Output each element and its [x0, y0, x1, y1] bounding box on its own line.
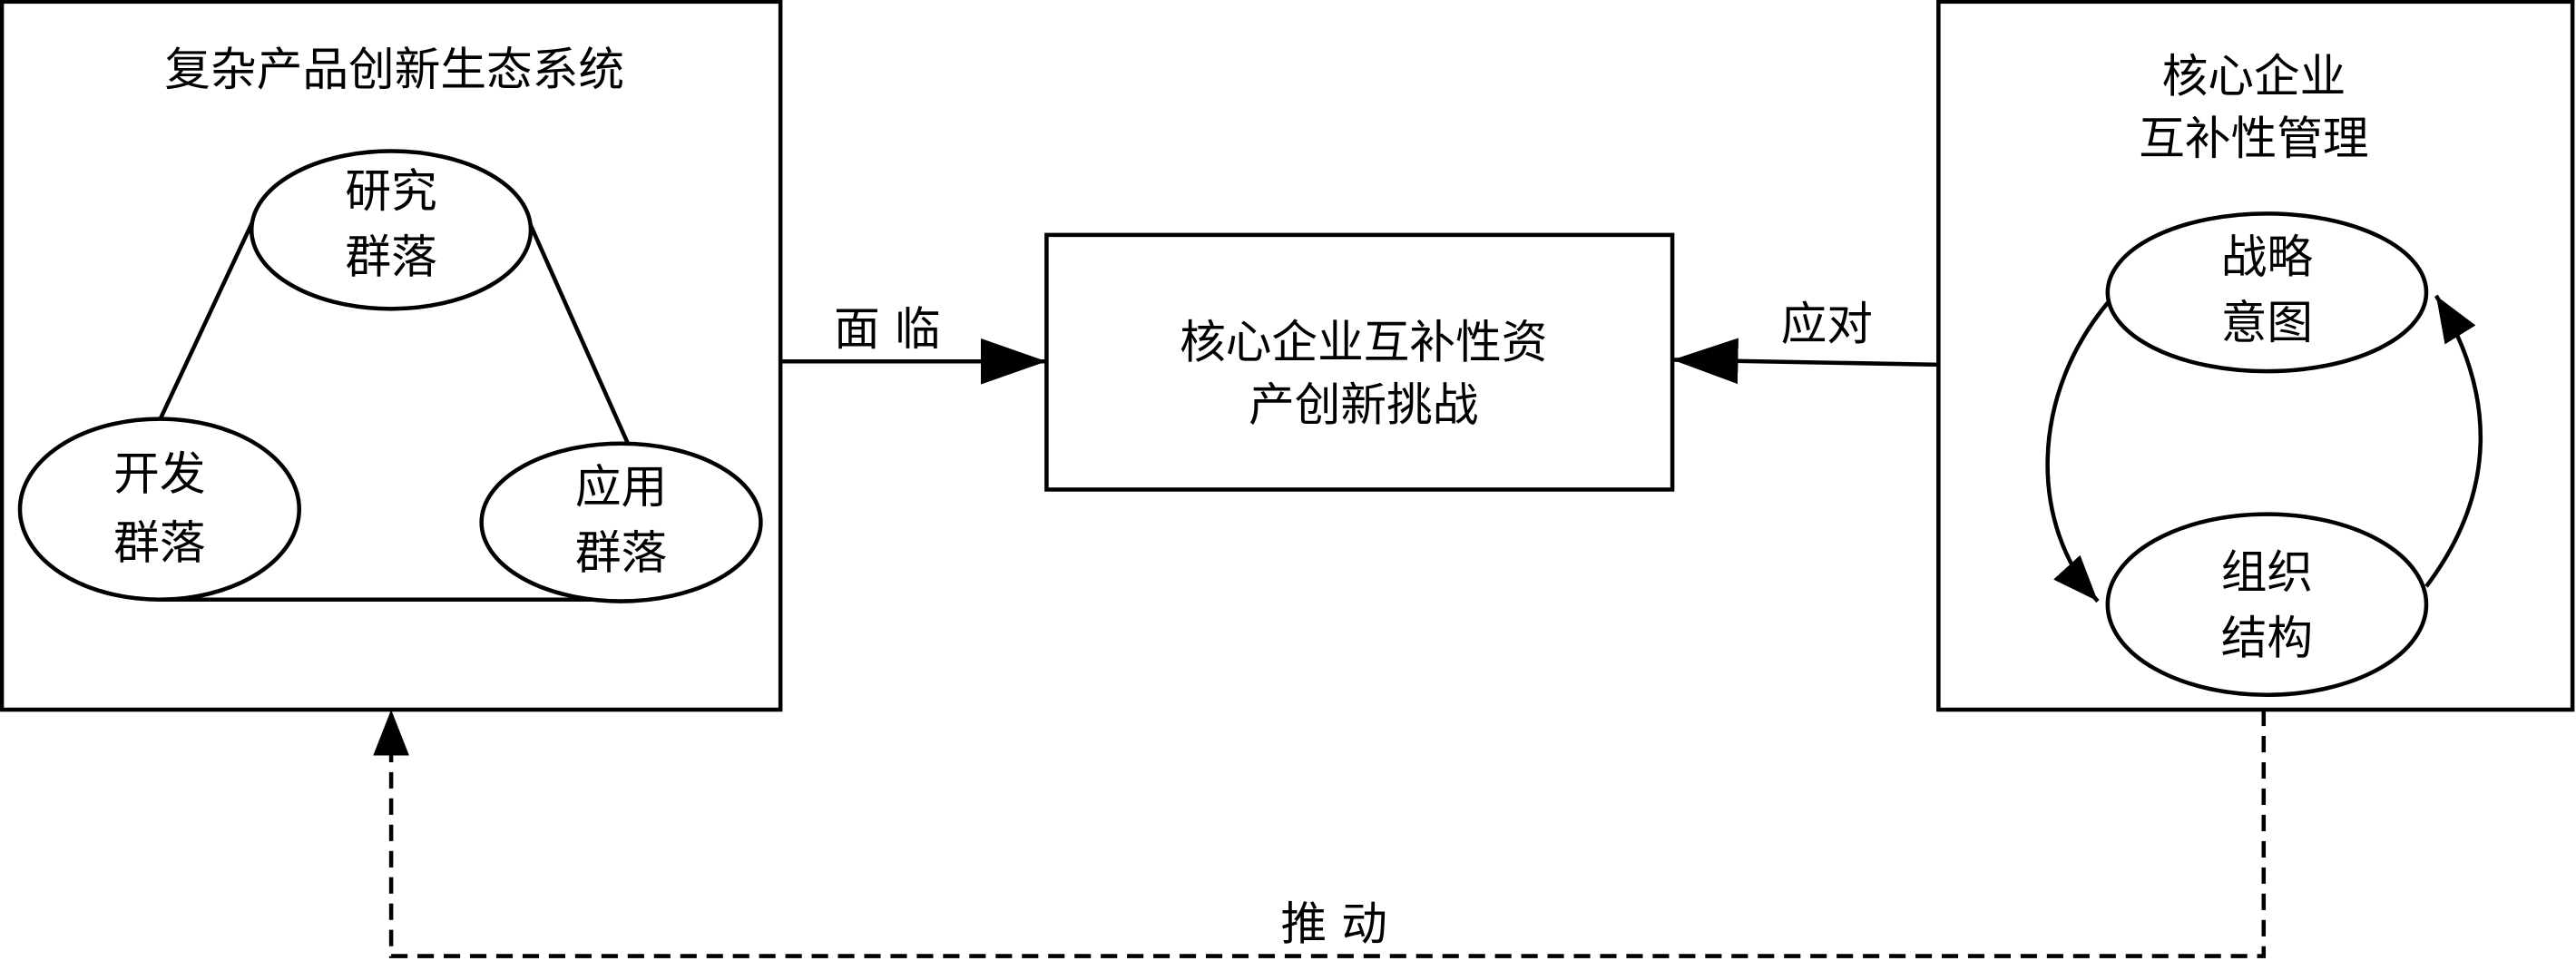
challenge-label: 核心企业互补性资 — [1180, 316, 1547, 369]
node-label: 群落 — [113, 515, 205, 569]
node-organization-structure: 组织 结构 — [2105, 512, 2429, 698]
node-label: 组织 — [2221, 545, 2313, 599]
ecosystem-panel: 复杂产品创新生态系统 研究 群落 开发 群落 应用 群落 — [0, 0, 783, 712]
node-label: 意图 — [2221, 296, 2313, 349]
node-application: 应用 群落 — [479, 441, 763, 603]
node-label: 应用 — [575, 460, 667, 514]
challenge-label: 产创新挑战 — [1249, 378, 1478, 431]
respond-arrow — [1672, 338, 1939, 385]
ecosystem-box — [0, 0, 783, 712]
node-label: 战略 — [2221, 230, 2313, 284]
node-label: 群落 — [575, 525, 667, 579]
management-panel: 核心企业 互补性管理 战略 意图 组织 结构 — [1936, 0, 2575, 712]
management-title: 互补性管理 — [2139, 112, 2368, 165]
node-label: 结构 — [2221, 611, 2313, 664]
node-label: 开发 — [113, 446, 205, 500]
drive-label: 推 动 — [1280, 897, 1386, 950]
drive-arrow — [373, 710, 2267, 958]
management-title: 核心企业 — [2162, 49, 2346, 103]
challenge-box: 核心企业互补性资 产创新挑战 — [1044, 232, 1675, 492]
ecosystem-title: 复杂产品创新生态系统 — [164, 43, 624, 96]
node-label: 群落 — [345, 230, 436, 284]
strategy-to-structure-arrow — [2045, 297, 2113, 603]
node-development: 开发 群落 — [17, 417, 301, 603]
node-label: 研究 — [345, 164, 436, 218]
link-research-development — [157, 215, 257, 422]
node-research: 研究 群落 — [249, 149, 534, 311]
link-research-application — [527, 221, 632, 448]
face-label: 面 临 — [834, 302, 940, 356]
node-strategic-intent: 战略 意图 — [2105, 211, 2429, 374]
structure-to-strategy-arrow — [2424, 294, 2483, 588]
respond-label: 应对 — [1781, 298, 1873, 351]
